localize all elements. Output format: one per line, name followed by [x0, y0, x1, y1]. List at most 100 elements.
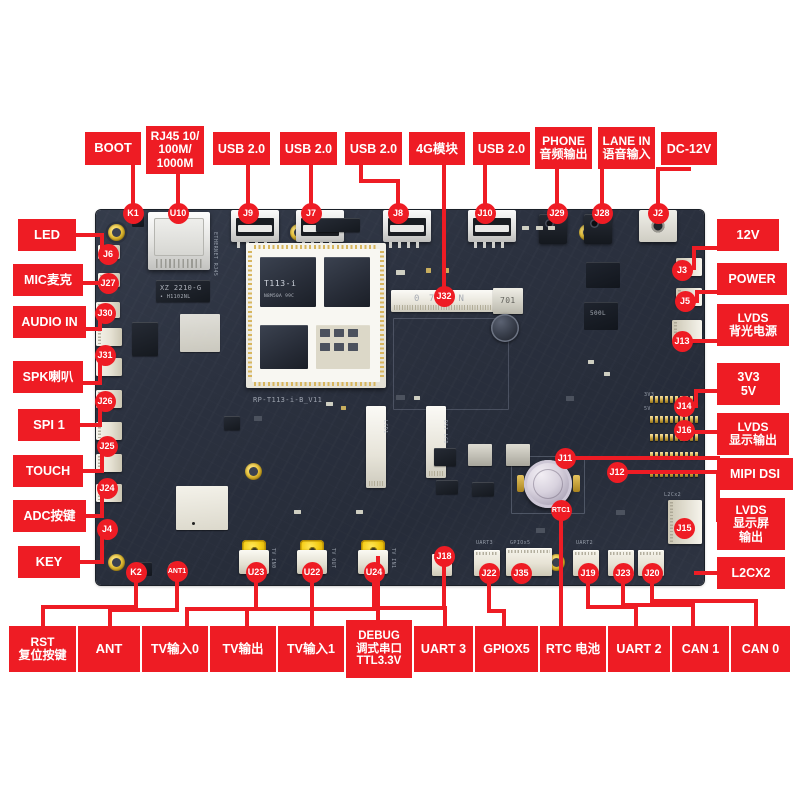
ref-dot-j31[interactable]: J31 — [95, 345, 115, 365]
ref-dot-u22[interactable]: U22 — [302, 562, 322, 582]
ref-dot-j19[interactable]: J19 — [578, 563, 598, 583]
ref-dot-j28[interactable]: J28 — [592, 203, 612, 223]
callout-usb-j7[interactable]: USB 2.0 — [280, 132, 337, 165]
leader-lvdsbl — [692, 339, 719, 343]
callout-spk[interactable]: SPK喇叭 — [13, 361, 83, 393]
leader-uart2-h — [586, 605, 638, 609]
leader-spk-v — [98, 355, 102, 385]
callout-mic[interactable]: MIC麦克 — [13, 264, 83, 296]
leader-power-v — [695, 290, 699, 303]
leader-usb-j8-v2 — [396, 179, 400, 213]
soc-module-t113i: T113-i N8M50A 99C — [246, 243, 386, 388]
callout-gpiox5[interactable]: GPIOX5 — [475, 626, 538, 672]
ref-dot-j25[interactable]: J25 — [97, 436, 117, 456]
ref-dot-rtc1[interactable]: RTC1 — [551, 500, 571, 520]
callout-led[interactable]: LED — [18, 219, 76, 251]
pin-header-j11b — [650, 452, 702, 462]
leader-power — [695, 290, 719, 294]
battery-clip — [573, 475, 580, 492]
leader-lane-in — [600, 169, 604, 213]
ref-dot-j32[interactable]: J32 — [434, 286, 454, 306]
leader-gpiox5-v2 — [502, 609, 506, 628]
leader-gpiox5-v1 — [487, 581, 491, 613]
callout-key[interactable]: KEY — [18, 546, 80, 578]
callout-tv-out[interactable]: TV输出 — [210, 626, 276, 672]
callout-adc-key[interactable]: ADC按键 — [13, 500, 86, 532]
ref-dot-j14[interactable]: J14 — [674, 396, 694, 416]
ref-dot-k2[interactable]: K2 — [126, 562, 146, 582]
ref-dot-j16[interactable]: J16 — [674, 420, 694, 440]
ref-dot-j29[interactable]: J29 — [547, 203, 567, 223]
ref-dot-ant1[interactable]: ANT1 — [167, 561, 187, 581]
callout-i2cx2[interactable]: L2CX2 — [717, 557, 785, 589]
callout-boot[interactable]: BOOT — [85, 132, 141, 165]
leader-can1-v2 — [691, 603, 695, 628]
callout-4g-module[interactable]: 4G模块 — [409, 132, 465, 165]
ref-dot-j2[interactable]: J2 — [648, 203, 668, 223]
leader-usb-j9 — [246, 165, 250, 213]
ref-dot-j9[interactable]: J9 — [238, 203, 258, 223]
mounting-hole — [245, 463, 262, 480]
ref-dot-j11[interactable]: J11 — [555, 448, 575, 468]
leader-ant-h — [108, 608, 179, 612]
callout-mipi-dsi[interactable]: MIPI DSI — [717, 458, 793, 490]
ref-dot-j10[interactable]: J10 — [475, 203, 495, 223]
callout-dc-12v[interactable]: DC-12V — [661, 132, 717, 165]
callout-rj45[interactable]: RJ45 10/100M/1000M — [146, 126, 204, 174]
callout-touch[interactable]: TOUCH — [13, 455, 83, 487]
ref-dot-j7[interactable]: J7 — [301, 203, 321, 223]
callout-audio-in[interactable]: AUDIO IN — [13, 306, 86, 338]
ref-dot-j6[interactable]: J6 — [98, 244, 118, 264]
leader-12v-v — [692, 246, 696, 270]
ref-dot-j3[interactable]: J3 — [672, 260, 692, 280]
leader-boot — [131, 165, 135, 213]
ref-dot-j13[interactable]: J13 — [672, 331, 692, 351]
ref-dot-j20[interactable]: J20 — [642, 563, 662, 583]
ref-dot-j15[interactable]: J15 — [674, 518, 694, 538]
leader-uart2-v1 — [586, 581, 590, 609]
ref-dot-j8[interactable]: J8 — [388, 203, 408, 223]
ref-dot-u24[interactable]: U24 — [364, 562, 384, 582]
callout-tv-in0[interactable]: TV输入0 — [142, 626, 208, 672]
callout-uart3[interactable]: UART 3 — [414, 626, 473, 672]
leader-spi1-v — [98, 401, 102, 427]
ref-dot-k1[interactable]: K1 — [123, 203, 143, 223]
callout-power[interactable]: POWER — [717, 263, 787, 295]
leader-dc12v-h — [656, 167, 691, 171]
ref-dot-j18[interactable]: J18 — [434, 546, 454, 566]
ref-dot-j23[interactable]: J23 — [613, 563, 633, 583]
ref-dot-j5[interactable]: J5 — [675, 291, 695, 311]
ref-dot-j22[interactable]: J22 — [479, 563, 499, 583]
ref-dot-j27[interactable]: J27 — [98, 273, 118, 293]
callout-spi1[interactable]: SPI 1 — [18, 409, 80, 441]
leader-ant-v2 — [108, 608, 112, 628]
ref-dot-u23[interactable]: U23 — [246, 562, 266, 582]
callout-12v[interactable]: 12V — [717, 219, 779, 251]
callout-can1[interactable]: CAN 1 — [672, 626, 729, 672]
callout-ant[interactable]: ANT — [78, 626, 140, 672]
ref-dot-j30[interactable]: J30 — [95, 303, 115, 323]
callout-usb-j10[interactable]: USB 2.0 — [473, 132, 530, 165]
callout-usb-j9[interactable]: USB 2.0 — [213, 132, 270, 165]
ref-dot-j12[interactable]: J12 — [607, 462, 627, 482]
ref-dot-j35[interactable]: J35 — [511, 563, 531, 583]
callout-usb-j8[interactable]: USB 2.0 — [345, 132, 402, 165]
callout-can0[interactable]: CAN 0 — [731, 626, 790, 672]
leader-4g — [442, 165, 446, 296]
ref-dot-j24[interactable]: J24 — [97, 478, 117, 498]
ref-dot-j26[interactable]: J26 — [95, 391, 115, 411]
mounting-hole — [108, 224, 125, 241]
callout-uart2[interactable]: UART 2 — [608, 626, 670, 672]
ref-dot-j4[interactable]: J4 — [97, 519, 117, 539]
callout-rtc-battery[interactable]: RTC 电池 — [540, 626, 606, 672]
ref-dot-u10[interactable]: U10 — [168, 203, 188, 223]
callout-tv-in1[interactable]: TV输入1 — [278, 626, 344, 672]
